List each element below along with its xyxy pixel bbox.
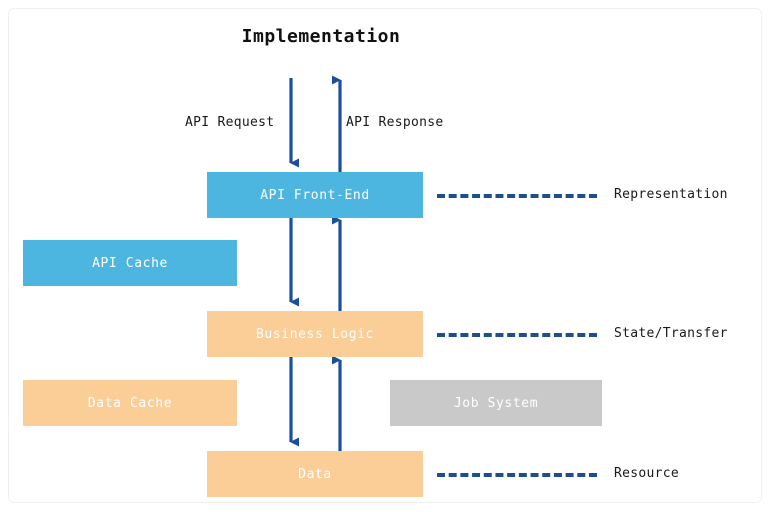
dashed-connector-representation bbox=[437, 194, 597, 198]
side-label-resource: Resource bbox=[614, 466, 680, 481]
node-job-system[interactable]: Job System bbox=[390, 380, 602, 426]
page-title: Implementation bbox=[241, 26, 401, 47]
side-label-representation: Representation bbox=[614, 187, 728, 202]
side-label-state-transfer: State/Transfer bbox=[614, 326, 728, 341]
arrow-label-api-request: API Request bbox=[185, 115, 275, 130]
node-label: Data Cache bbox=[87, 395, 173, 411]
node-label: Business Logic bbox=[256, 326, 374, 342]
node-label: Data bbox=[298, 466, 332, 482]
node-business-logic[interactable]: Business Logic bbox=[207, 311, 423, 357]
node-data-cache[interactable]: Data Cache bbox=[23, 380, 237, 426]
node-api-cache[interactable]: API Cache bbox=[23, 240, 237, 286]
dashed-connector-resource bbox=[437, 473, 597, 477]
node-api-front-end[interactable]: API Front-End bbox=[207, 172, 423, 218]
dashed-connector-state-transfer bbox=[437, 333, 597, 337]
node-label: Job System bbox=[453, 395, 539, 411]
node-label: API Front-End bbox=[260, 187, 370, 203]
node-data[interactable]: Data bbox=[207, 451, 423, 497]
node-label: API Cache bbox=[92, 255, 168, 271]
arrow-label-api-response: API Response bbox=[346, 115, 444, 130]
